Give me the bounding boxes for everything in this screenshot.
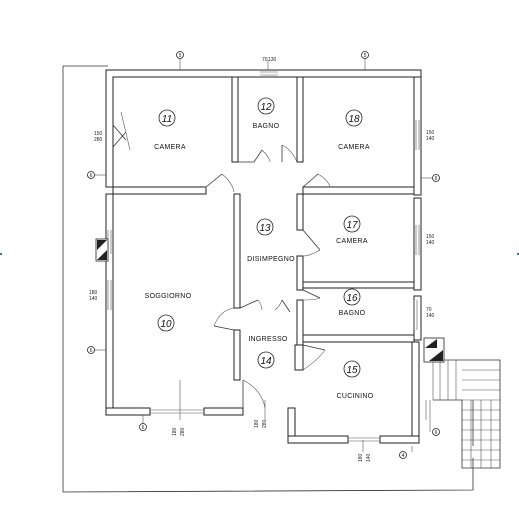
dim-text: 140 [89, 296, 98, 302]
dim-text: 180 [358, 453, 364, 462]
room-camera-17: 17 CAMERA [336, 215, 368, 245]
dim-text: 180 [172, 427, 178, 436]
room-disimpegno-13: 13 DISIMPEGNO [247, 218, 295, 263]
dim-text: 150 [426, 234, 435, 240]
marker-label: 6 [90, 173, 93, 179]
marker-label: 6 [142, 425, 145, 431]
site-boundary [62, 65, 474, 493]
dim-text: 180 [254, 419, 260, 428]
room-bagno-12: 12 BAGNO [253, 97, 280, 130]
room-ingresso-14: INGRESSO 14 [248, 336, 288, 369]
room-name: CAMERA [338, 144, 370, 151]
room-name: BAGNO [339, 310, 366, 317]
door-swings [112, 111, 331, 409]
dim-text: 180 [89, 290, 98, 296]
room-number: 15 [346, 365, 358, 376]
room-number: 17 [346, 220, 358, 231]
marker-label: 6 [90, 348, 93, 354]
room-name: CAMERA [336, 238, 368, 245]
room-number: 13 [259, 223, 271, 234]
section-markers: 5 5 6 6 6 6 4 6 [87, 51, 440, 459]
dim-text: 140 [426, 240, 435, 246]
staircase [425, 359, 501, 469]
marker-label: 5 [364, 53, 367, 59]
dim-text: 130 [268, 57, 277, 63]
dim-text: 280 [180, 427, 186, 436]
room-name: DISIMPEGNO [247, 256, 295, 263]
dim-text: 280 [262, 419, 268, 428]
room-bagno-16: 16 BAGNO [339, 288, 366, 317]
room-name: BAGNO [253, 123, 280, 130]
marker-label: 6 [435, 176, 438, 182]
room-number: 11 [162, 114, 172, 125]
shaft-symbol-right [423, 337, 445, 363]
room-cucinino-15: 15 CUCININO [336, 360, 373, 400]
interior-walls [112, 76, 415, 381]
room-name: CAMERA [154, 144, 186, 151]
room-number: 10 [160, 319, 172, 330]
room-soggiorno-10: SOGGIORNO 10 [145, 293, 192, 332]
marker-label: 5 [179, 53, 182, 59]
room-number: 16 [346, 293, 358, 304]
dim-text: 70 [262, 57, 268, 63]
room-camera-11: 11 CAMERA [154, 109, 186, 151]
marker-label: 4 [402, 453, 405, 459]
dimension-texts: 70 130 150 280 150 140 150 140 180 140 7… [89, 57, 435, 462]
room-number: 14 [260, 356, 272, 367]
dim-text: 150 [94, 131, 103, 137]
dim-text: 280 [94, 137, 103, 143]
dim-text: 140 [366, 453, 372, 462]
dim-text: 150 [426, 130, 435, 136]
room-name: INGRESSO [248, 336, 288, 343]
dim-text: 140 [426, 136, 435, 142]
dimension-leaders [92, 58, 432, 452]
dim-text: 70 [426, 307, 432, 313]
dim-text: 140 [426, 313, 435, 319]
room-number: 12 [260, 102, 272, 113]
room-number: 18 [348, 114, 360, 125]
room-name: CUCININO [336, 393, 373, 400]
room-name: SOGGIORNO [145, 293, 192, 300]
marker-label: 6 [435, 430, 438, 436]
shaft-symbol-left [95, 238, 109, 262]
room-camera-18: 18 CAMERA [338, 109, 370, 151]
windows [107, 71, 420, 442]
